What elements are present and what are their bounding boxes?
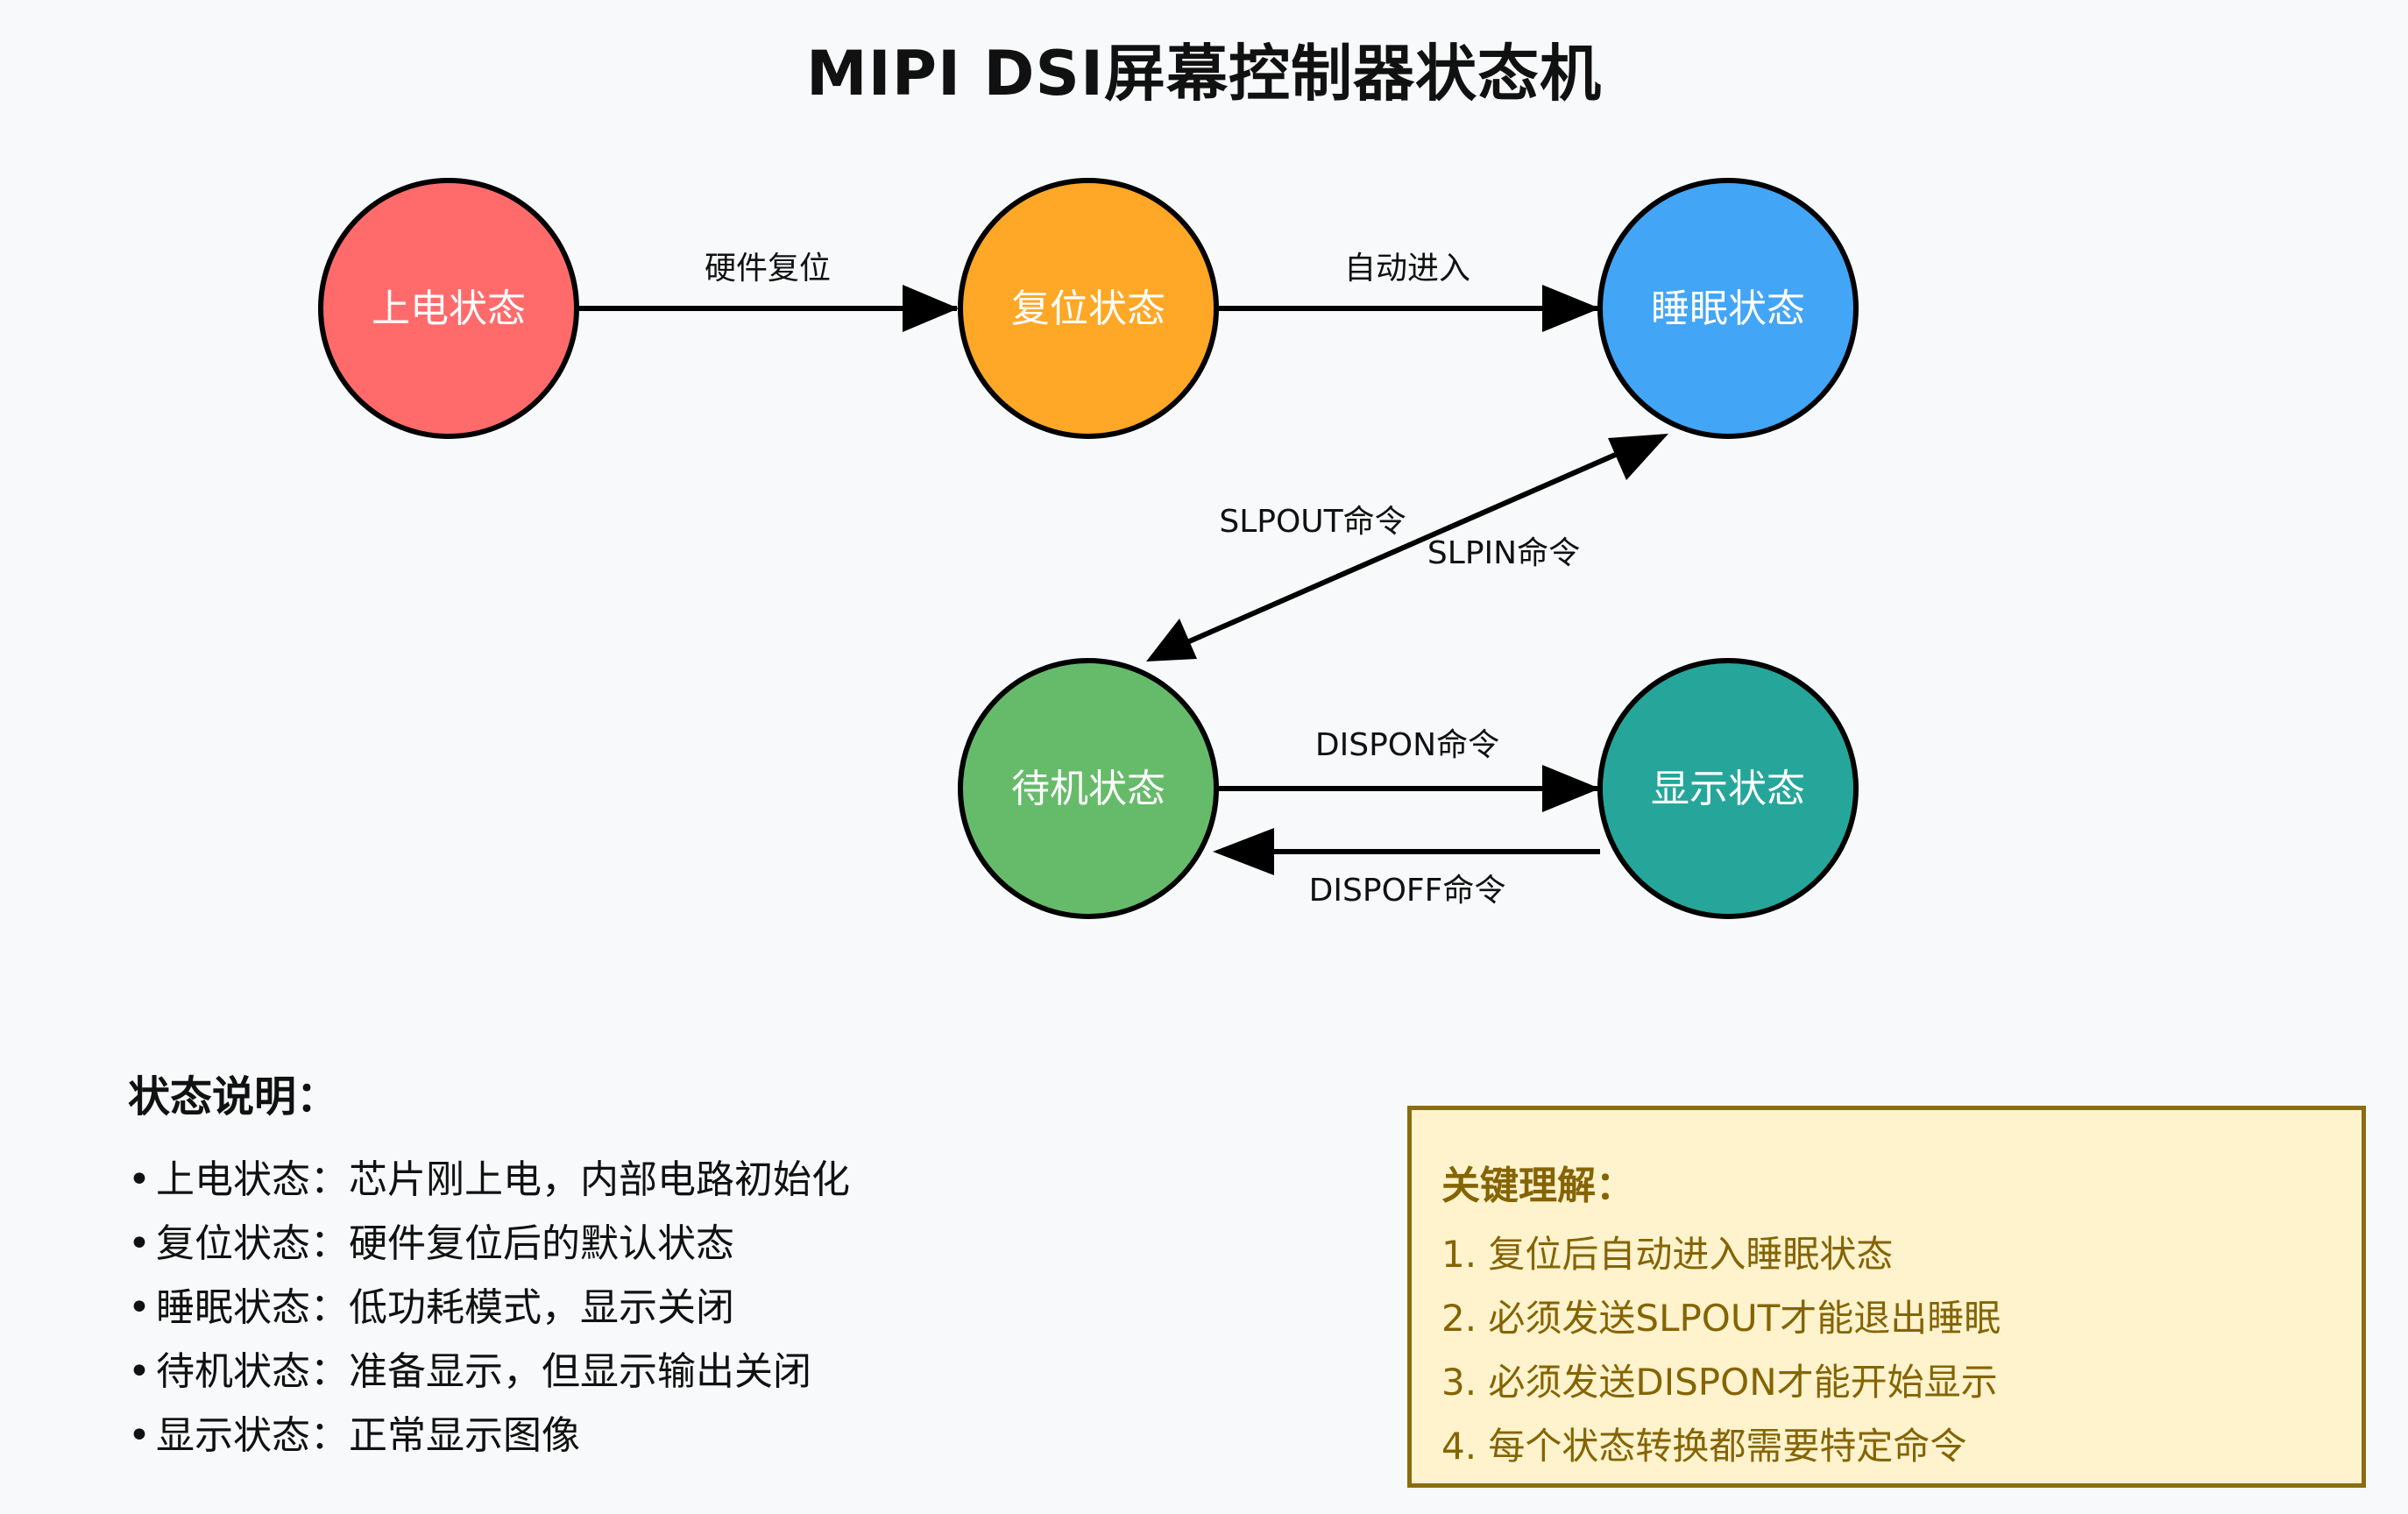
bullet-icon: • <box>128 1221 151 1266</box>
node-circle <box>958 658 1219 919</box>
list-item: 3. 必须发送DISPON才能开始显示 <box>1441 1361 1998 1404</box>
state-notes-title: 状态说明： <box>128 1072 339 1121</box>
node-power-on: 上电状态 <box>318 178 579 439</box>
node-circle <box>1597 658 1859 919</box>
edge-hw-reset: 硬件复位 <box>577 251 959 332</box>
arrowhead-icon <box>1542 765 1600 812</box>
node-sleep: 睡眠状态 <box>1597 178 1859 439</box>
node-circle <box>318 178 579 439</box>
list-item: •待机状态：准备显示，但显示输出关闭 <box>128 1340 850 1404</box>
edge-label-hw-reset: 硬件复位 <box>705 251 831 287</box>
page-title: MIPI DSI屏幕控制器状态机 <box>806 38 1602 110</box>
node-label-power-on: 上电状态 <box>372 287 526 331</box>
list-item: 4. 每个状态转换都需要特定命令 <box>1441 1425 1967 1468</box>
list-item: 1. 复位后自动进入睡眠状态 <box>1441 1233 1894 1276</box>
arrowhead-icon <box>1608 434 1668 480</box>
key-points-list: 1. 复位后自动进入睡眠状态 2. 必须发送SLPOUT才能退出睡眠 3. 必须… <box>1441 1222 2362 1478</box>
arrowhead-icon <box>1213 828 1274 875</box>
edge-label-slpin: SLPIN命令 <box>1427 535 1580 571</box>
node-label-display: 显示状态 <box>1651 767 1805 811</box>
state-notes-list: •上电状态：芯片刚上电，内部电路初始化 •复位状态：硬件复位后的默认状态 •睡眠… <box>128 1148 850 1468</box>
note-text: 复位状态：硬件复位后的默认状态 <box>156 1221 734 1266</box>
node-label-sleep: 睡眠状态 <box>1651 287 1805 331</box>
edge-sleep-standby: SLPOUT命令 SLPIN命令 <box>1146 434 1668 661</box>
note-text: 显示状态：正常显示图像 <box>156 1413 580 1458</box>
node-standby: 待机状态 <box>958 658 1219 919</box>
node-display: 显示状态 <box>1597 658 1859 919</box>
arrowhead-icon <box>1146 619 1197 661</box>
key-points-box: 关键理解： 1. 复位后自动进入睡眠状态 2. 必须发送SLPOUT才能退出睡眠… <box>1407 1106 2366 1488</box>
arrowhead-icon <box>903 285 959 332</box>
edge-dispoff: DISPOFF命令 <box>1213 828 1600 909</box>
list-item: •复位状态：硬件复位后的默认状态 <box>128 1212 850 1276</box>
node-circle <box>1597 178 1859 439</box>
list-item: 2. 必须发送SLPOUT才能退出睡眠 <box>1441 1297 2001 1340</box>
edge-label-dispoff: DISPOFF命令 <box>1309 873 1506 909</box>
node-circle <box>958 178 1219 439</box>
bullet-icon: • <box>128 1413 151 1458</box>
edge-label-auto-enter: 自动进入 <box>1344 251 1470 287</box>
list-item: •上电状态：芯片刚上电，内部电路初始化 <box>128 1148 850 1212</box>
bullet-icon: • <box>128 1349 151 1394</box>
list-item: •显示状态：正常显示图像 <box>128 1404 850 1468</box>
list-item: •睡眠状态：低功耗模式，显示关闭 <box>128 1276 850 1340</box>
key-points-title: 关键理解： <box>1441 1164 1634 1208</box>
edge-dispon: DISPON命令 <box>1216 727 1600 812</box>
edge-label-dispon: DISPON命令 <box>1315 727 1499 763</box>
node-reset: 复位状态 <box>958 178 1219 439</box>
node-label-reset: 复位状态 <box>1011 287 1165 331</box>
arrowhead-icon <box>1542 285 1600 332</box>
bullet-icon: • <box>128 1157 151 1202</box>
note-text: 待机状态：准备显示，但显示输出关闭 <box>156 1349 811 1394</box>
edge-label-slpout: SLPOUT命令 <box>1219 504 1406 540</box>
note-text: 上电状态：芯片刚上电，内部电路初始化 <box>156 1157 850 1202</box>
bullet-icon: • <box>128 1285 151 1330</box>
node-label-standby: 待机状态 <box>1011 767 1165 811</box>
note-text: 睡眠状态：低功耗模式，显示关闭 <box>156 1285 734 1330</box>
edge-auto-enter: 自动进入 <box>1216 251 1600 332</box>
state-notes: 状态说明： •上电状态：芯片刚上电，内部电路初始化 •复位状态：硬件复位后的默认… <box>128 1062 850 1468</box>
